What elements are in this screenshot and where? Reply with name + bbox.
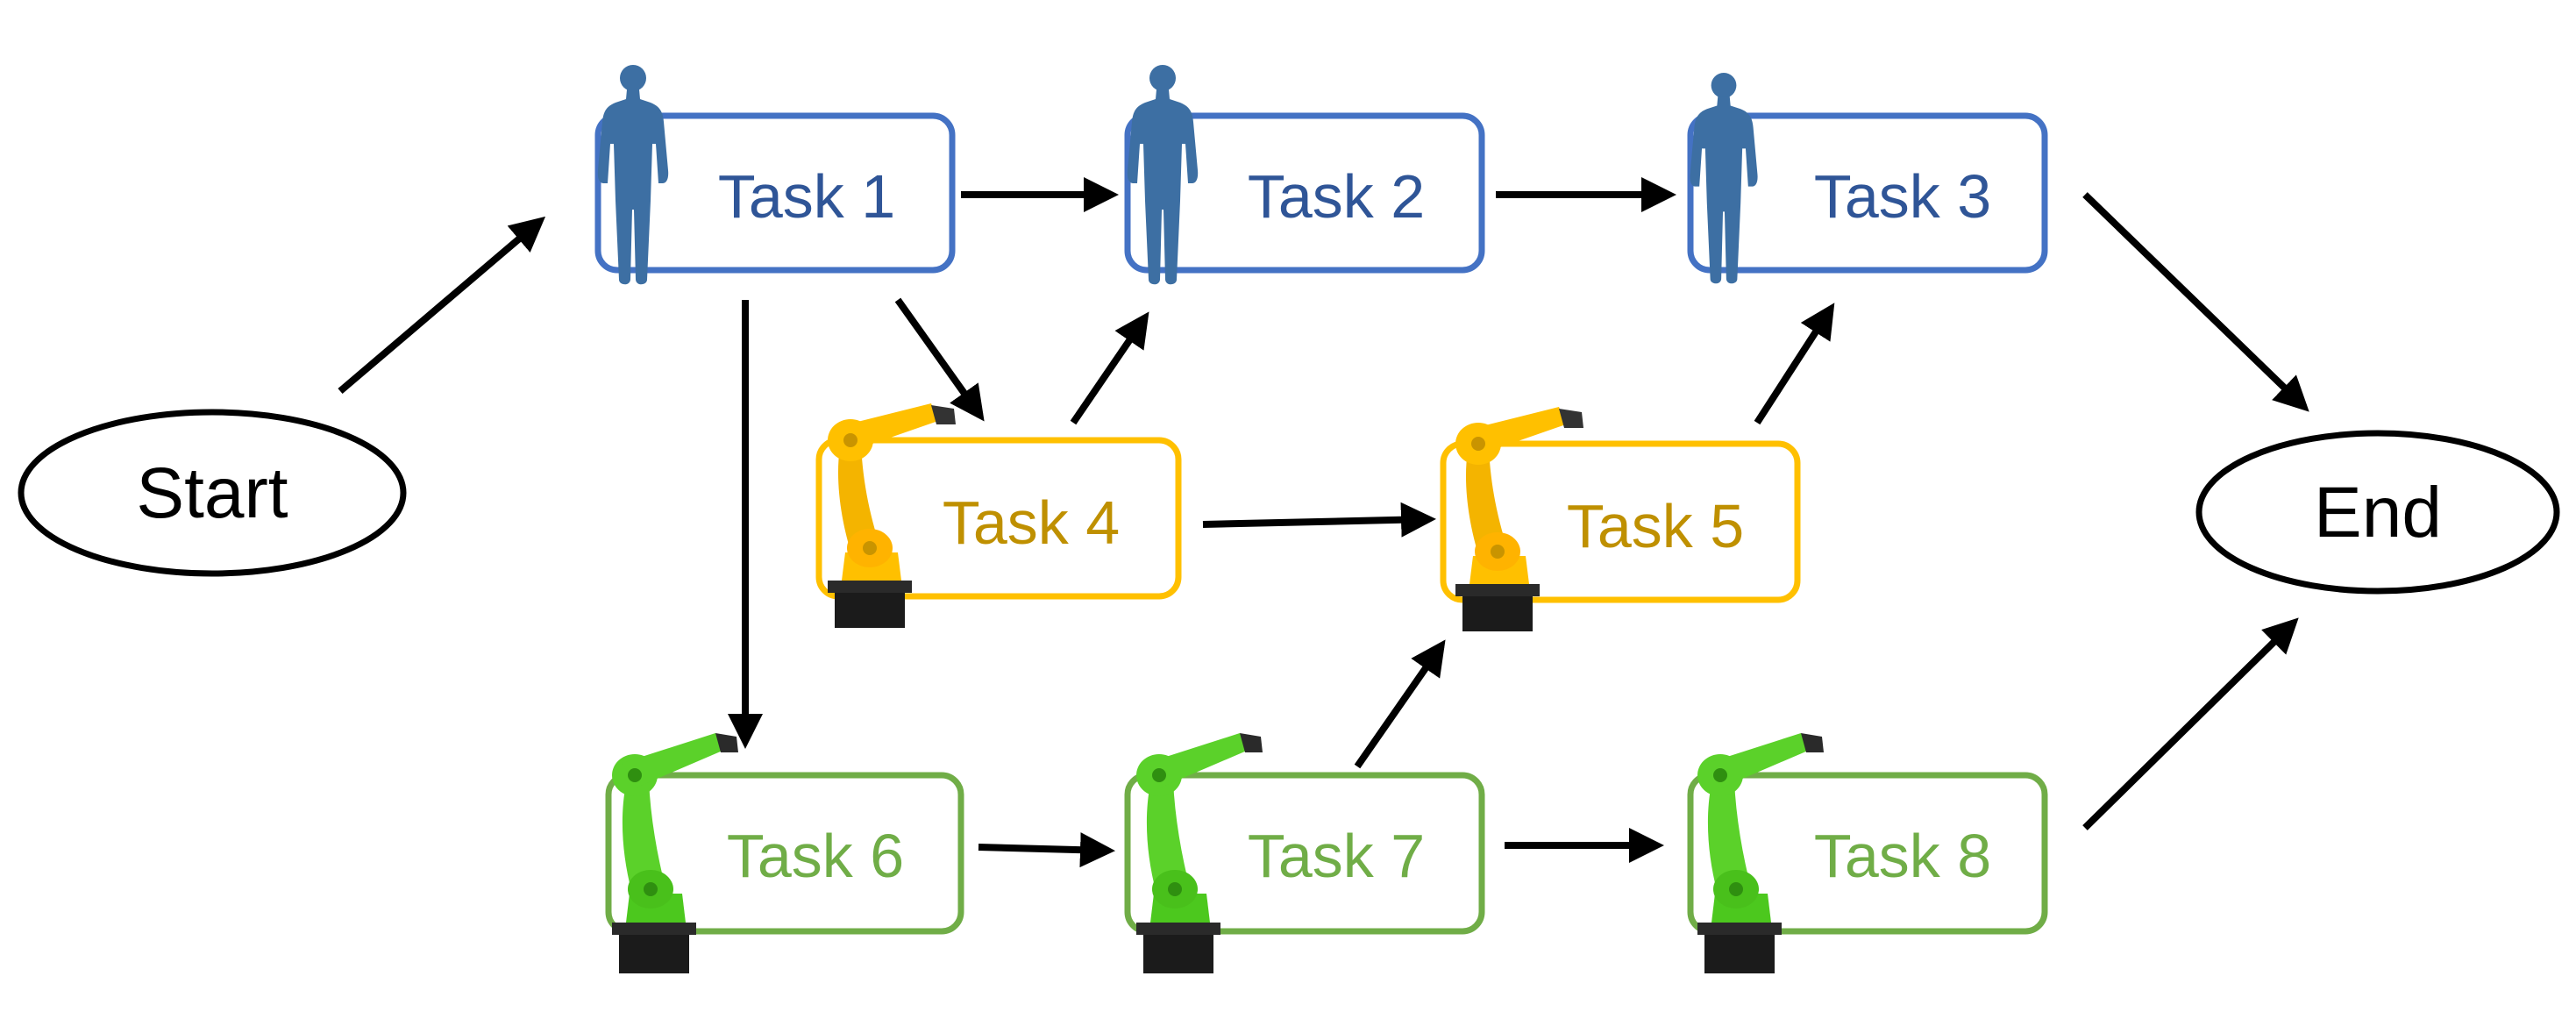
task-node-5: Task 5 bbox=[1440, 407, 1801, 631]
task-node-6: Task 6 bbox=[605, 733, 964, 973]
edge-task8-end bbox=[2082, 617, 2299, 830]
task-label: Task 6 bbox=[727, 822, 904, 890]
task-node-7: Task 7 bbox=[1124, 733, 1485, 973]
edge-task3-end bbox=[2082, 192, 2309, 412]
start-node: Start bbox=[18, 409, 407, 577]
end-node: End bbox=[2195, 430, 2560, 595]
task-label: Task 5 bbox=[1567, 492, 1744, 560]
task-label: Task 8 bbox=[1814, 822, 1991, 890]
edge-start-task1 bbox=[338, 216, 546, 395]
task-label: Task 3 bbox=[1814, 162, 1991, 231]
task-node-3: Task 3 bbox=[1687, 73, 2048, 284]
edge-task5-task3 bbox=[1754, 303, 1835, 425]
edge-task4-task5 bbox=[1202, 502, 1436, 538]
task-node-4: Task 4 bbox=[815, 403, 1182, 628]
edge-task7-task5 bbox=[1354, 639, 1446, 769]
task-label: Task 1 bbox=[718, 162, 895, 231]
edge-task4-task2 bbox=[1070, 311, 1149, 425]
edges-layer bbox=[338, 177, 2309, 868]
end-label: End bbox=[2314, 473, 2442, 552]
edge-task1-task4 bbox=[894, 297, 985, 422]
task-node-1: Task 1 bbox=[594, 65, 956, 285]
start-label: Start bbox=[136, 453, 288, 533]
task-label: Task 7 bbox=[1248, 822, 1425, 890]
task-label: Task 4 bbox=[943, 488, 1120, 557]
task-node-8: Task 8 bbox=[1687, 733, 2048, 973]
edge-task6-task7 bbox=[978, 832, 1115, 868]
task-node-2: Task 2 bbox=[1124, 65, 1485, 285]
task-label: Task 2 bbox=[1248, 162, 1425, 231]
